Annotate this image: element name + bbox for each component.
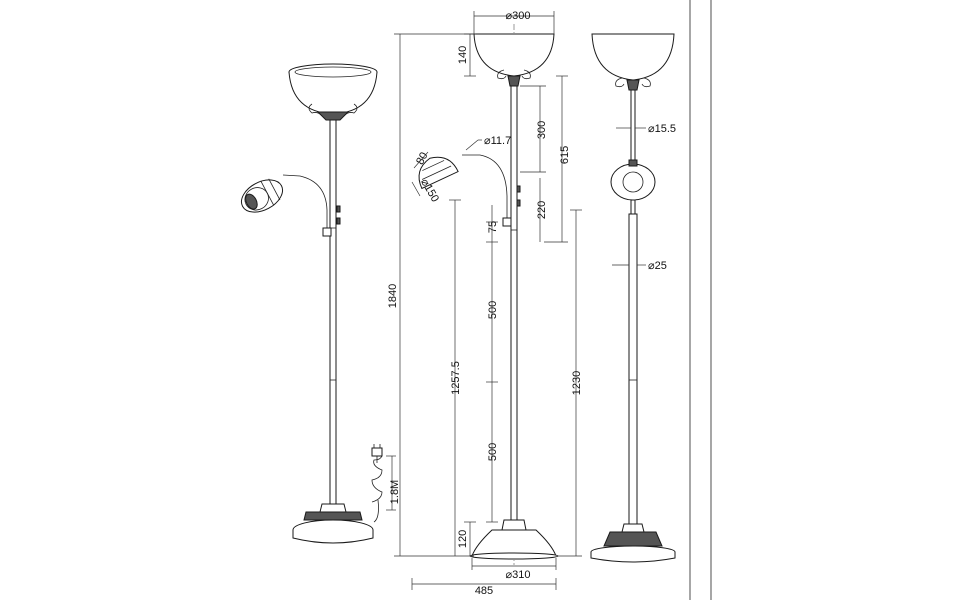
dim-reading-neck: ⌀11.7 <box>484 135 511 147</box>
cable-length-label: 1.8M <box>389 480 401 504</box>
dim-shade-diameter: ⌀300 <box>506 10 531 22</box>
dim-base-diameter: ⌀310 <box>506 569 531 581</box>
front-view-lamp: ⌀15.5 ⌀25 <box>590 33 676 563</box>
front-pole-upper <box>630 89 636 163</box>
perspective-pole <box>329 119 337 511</box>
side-shade-bowl <box>473 33 555 77</box>
front-pole-lower <box>628 213 638 525</box>
dim-overall-width: 485 <box>475 585 493 597</box>
front-reading-shade <box>610 163 656 201</box>
dim-shade-height: 140 <box>457 46 469 64</box>
dim-pole-length: 1230 <box>571 371 583 395</box>
dim-pole-segment-1: 500 <box>487 301 499 319</box>
side-view-lamp: ⌀300 140 1840 300 615 220 ⌀11.7 80 ⌀150 <box>387 10 583 597</box>
perspective-reading-shade <box>240 179 284 213</box>
dim-total-height: 1840 <box>387 284 399 308</box>
dim-upper-section: 615 <box>559 146 571 164</box>
dim-pole-diameter-upper: ⌀15.5 <box>648 123 676 135</box>
dim-base-height: 120 <box>457 530 469 548</box>
perspective-reading-arm <box>282 174 328 232</box>
front-shade-bowl <box>591 33 675 81</box>
side-reading-arm <box>462 154 508 222</box>
perspective-lamp: 1.8M <box>240 63 401 544</box>
dim-switch-offset: 75 <box>487 221 499 233</box>
dim-pole-segment-2: 500 <box>487 443 499 461</box>
dim-switch-section: 220 <box>536 201 548 219</box>
side-base <box>469 552 559 560</box>
dim-pole-diameter-lower: ⌀25 <box>648 260 667 272</box>
side-pole <box>510 85 518 527</box>
dim-upper-pole: 300 <box>536 121 548 139</box>
perspective-shade-bowl <box>288 71 378 115</box>
side-reading-shade <box>418 156 459 190</box>
dim-reading-height: 1257.5 <box>450 361 462 395</box>
